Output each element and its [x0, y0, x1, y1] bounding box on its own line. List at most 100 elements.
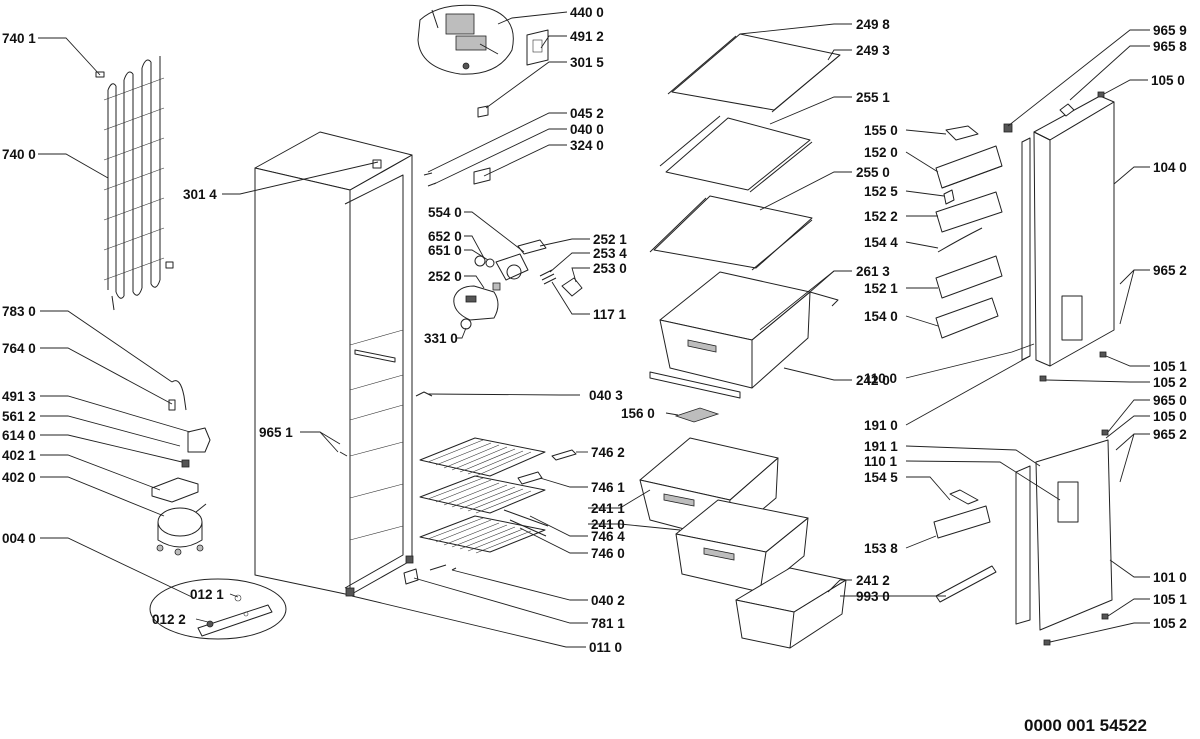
callout-241-2: 241 2 — [856, 573, 890, 588]
callout-993-0: 993 0 — [856, 589, 890, 604]
callout-491-2: 491 2 — [570, 29, 604, 44]
ice-grid — [674, 407, 720, 423]
callout-324-0: 324 0 — [570, 138, 604, 153]
callout-152-2: 152 2 — [864, 209, 898, 224]
bracket-040-3 — [415, 391, 433, 397]
callout-651-0: 651 0 — [428, 243, 462, 258]
document-number: 0000 001 54522 — [1024, 716, 1147, 735]
callout-152-5: 152 5 — [864, 184, 898, 199]
control-module — [417, 4, 514, 75]
drain-part — [168, 399, 176, 411]
callout-191-0: 191 0 — [864, 418, 898, 433]
shelf-rail-746-2 — [551, 449, 577, 461]
callout-301-5: 301 5 — [570, 55, 604, 70]
callout-554-0: 554 0 — [428, 205, 462, 220]
evaporation-tray — [187, 427, 211, 453]
callout-012-2: 012 2 — [152, 612, 186, 627]
wire-shelves — [419, 437, 546, 554]
callout-402-0: 402 0 — [2, 470, 36, 485]
callout-040-3: 040 3 — [589, 388, 623, 403]
callout-652-0: 652 0 — [428, 229, 462, 244]
label-301-5 — [477, 105, 489, 118]
callout-746-1: 746 1 — [591, 480, 625, 495]
callout-491-3: 491 3 — [2, 389, 36, 404]
callout-440-0: 440 0 — [570, 5, 604, 20]
callout-labels: 740 1 740 0 783 0 764 0 491 3 561 2 614 … — [2, 5, 1187, 735]
fridge-cabinet — [254, 131, 414, 597]
callout-154-0: 154 0 — [864, 309, 898, 324]
callout-255-1: 255 1 — [856, 90, 890, 105]
callout-746-4: 746 4 — [591, 529, 625, 544]
panel-491-2 — [526, 29, 549, 66]
callout-105-1-top: 105 1 — [1153, 359, 1187, 374]
callout-301-4: 301 4 — [183, 187, 217, 202]
callout-255-0: 255 0 — [856, 165, 890, 180]
callout-191-1: 191 1 — [864, 439, 898, 454]
condenser-coil — [95, 56, 174, 311]
callout-261-3: 261 3 — [856, 264, 890, 279]
callout-965-2-top: 965 2 — [1153, 263, 1187, 278]
callout-040-2: 040 2 — [591, 593, 625, 608]
callout-252-1: 252 1 — [593, 232, 627, 247]
callout-105-1-bottom: 105 1 — [1153, 592, 1187, 607]
rail-993-0 — [935, 565, 997, 603]
callout-241-0: 241 0 — [591, 517, 625, 532]
freezer-drawers — [639, 437, 847, 649]
callout-242-0: 242 0 — [856, 373, 890, 388]
callout-252-0: 252 0 — [428, 269, 462, 284]
callout-740-1: 740 1 — [2, 31, 36, 46]
callout-965-0: 965 0 — [1153, 393, 1187, 408]
callout-104-0: 104 0 — [1153, 160, 1187, 175]
callout-040-0: 040 0 — [570, 122, 604, 137]
callout-117-1: 117 1 — [593, 307, 627, 322]
callout-965-9: 965 9 — [1153, 23, 1187, 38]
callout-241-1: 241 1 — [591, 501, 625, 516]
callout-740-0: 740 0 — [2, 147, 36, 162]
callout-402-1: 402 1 — [2, 448, 36, 463]
callout-110-1: 110 1 — [864, 454, 898, 469]
lamp-housing — [453, 282, 501, 330]
door-bins — [933, 125, 1003, 539]
callout-101-0: 101 0 — [1153, 570, 1187, 585]
shelf-rail-746-4 — [503, 509, 549, 537]
callout-331-0: 331 0 — [424, 331, 458, 346]
callout-614-0: 614 0 — [2, 428, 36, 443]
callout-764-0: 764 0 — [2, 341, 36, 356]
callout-746-2: 746 2 — [591, 445, 625, 460]
callout-249-8: 249 8 — [856, 17, 890, 32]
callout-155-0: 155 0 — [864, 123, 898, 138]
clip-965-9 — [1003, 123, 1013, 133]
callout-253-4: 253 4 — [593, 246, 627, 261]
shelf-rail-746-1 — [517, 471, 543, 485]
callout-105-0-top: 105 0 — [1151, 73, 1185, 88]
callout-781-1: 781 1 — [591, 616, 625, 631]
callout-249-3: 249 3 — [856, 43, 890, 58]
label-324-0 — [473, 167, 491, 185]
callout-253-0: 253 0 — [593, 261, 627, 276]
leader-lines — [38, 11, 1150, 648]
bracket-040-2 — [429, 564, 457, 571]
clip-614 — [181, 459, 190, 468]
fridge-door — [1021, 91, 1115, 382]
compressor-bracket — [151, 477, 199, 503]
callout-561-2: 561 2 — [2, 409, 36, 424]
crisper-drawer — [649, 271, 839, 399]
callout-965-8: 965 8 — [1153, 39, 1187, 54]
glass-shelves — [649, 33, 841, 271]
hinge-781-1 — [403, 568, 419, 585]
callout-105-2-bottom: 105 2 — [1153, 616, 1187, 631]
callout-746-0: 746 0 — [591, 546, 625, 561]
callout-154-5: 154 5 — [864, 470, 898, 485]
fan-assembly — [474, 239, 583, 297]
callout-154-4: 154 4 — [864, 235, 898, 250]
hinge-kit — [149, 578, 287, 640]
callout-965-1: 965 1 — [259, 425, 293, 440]
callout-011-0: 011 0 — [589, 640, 622, 655]
callout-152-1: 152 1 — [864, 281, 898, 296]
callout-153-8: 153 8 — [864, 541, 898, 556]
callout-045-2: 045 2 — [570, 106, 604, 121]
drain-tube — [171, 380, 187, 411]
callout-105-2-top: 105 2 — [1153, 375, 1187, 390]
callout-105-0-bottom: 105 0 — [1153, 409, 1187, 424]
